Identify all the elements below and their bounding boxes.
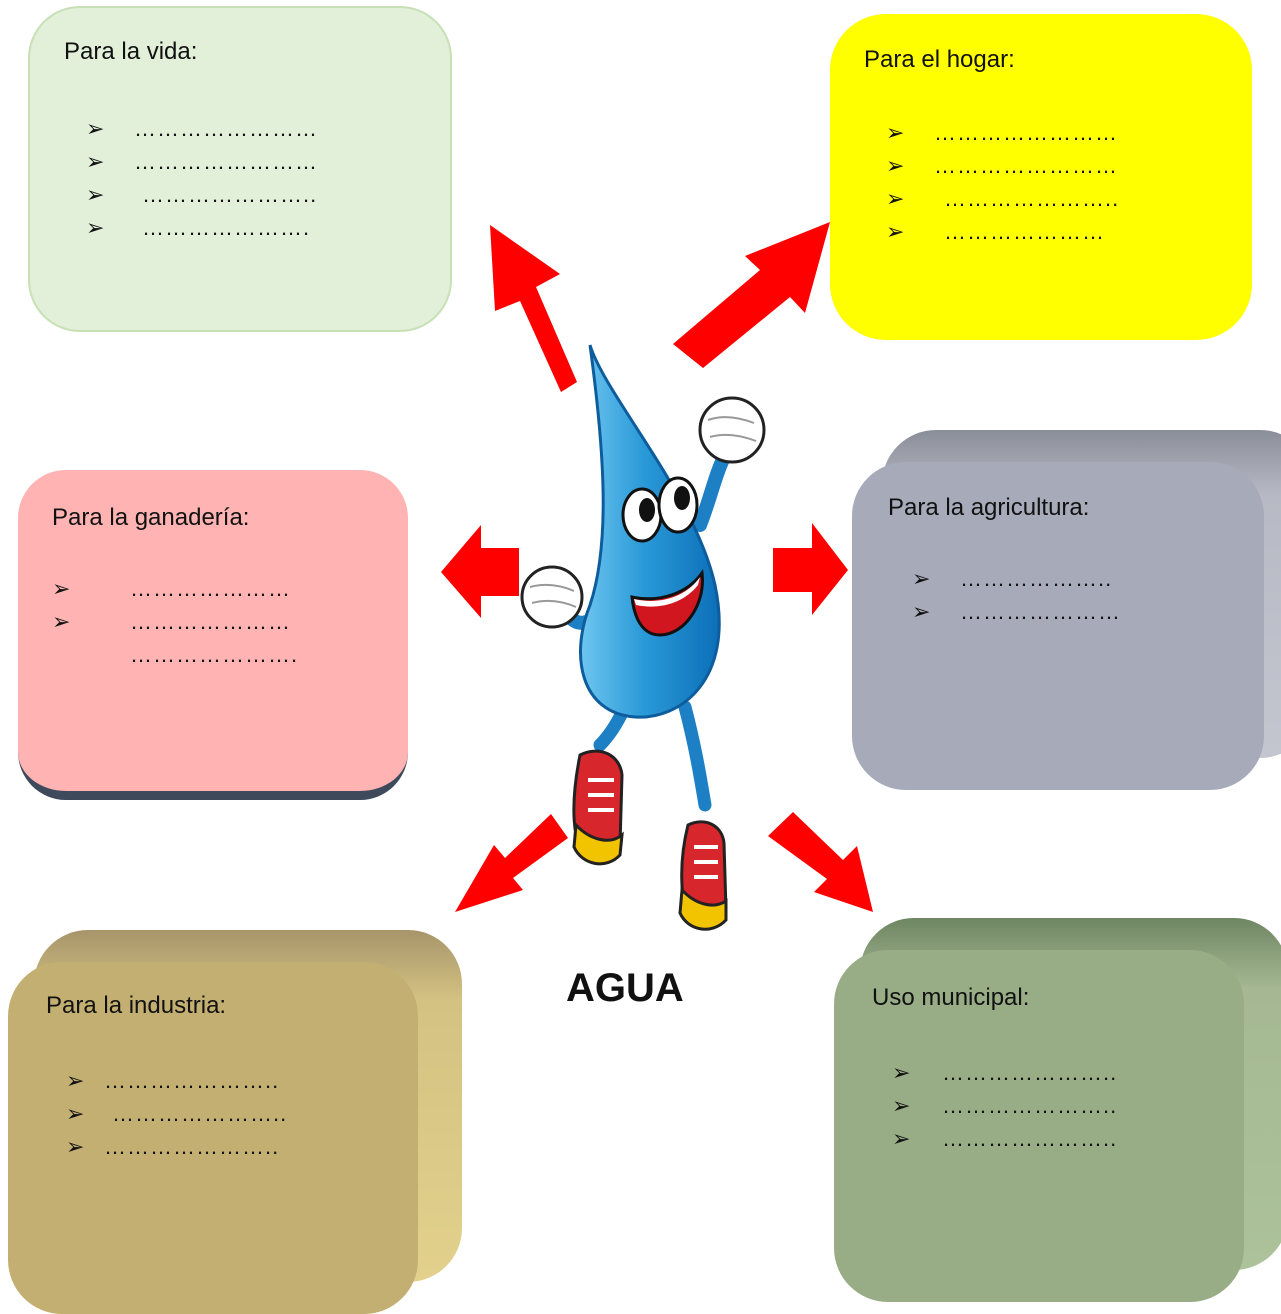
item-text: …………………..: [104, 1068, 280, 1093]
arrow-up-right: [673, 222, 830, 368]
box-front-face: [8, 962, 418, 1314]
list-item: ………………….: [52, 638, 298, 671]
list-item: ➢ …………………: [886, 215, 1119, 248]
list-item: ➢ ………………….: [86, 211, 318, 244]
arrow-bullet-icon: ➢: [66, 1134, 86, 1159]
item-text: …………………..: [104, 1134, 280, 1159]
item-list: ➢ ………………….. ➢ ………………….. ➢ …………………..: [66, 1064, 287, 1163]
list-item: ➢ …………………: [52, 572, 298, 605]
arrow-bullet-icon: ➢: [86, 182, 106, 207]
item-text: …………………..: [112, 1101, 288, 1126]
box-uso-municipal: Uso municipal: ➢ ………………….. ➢ ………………….. ➢ ………: [834, 918, 1281, 1302]
arrow-up-left: [490, 225, 577, 392]
list-item: ➢ ……………………: [86, 145, 318, 178]
item-text: …………………..: [942, 1060, 1118, 1085]
list-item: ➢ …………………..: [886, 182, 1119, 215]
item-list: ➢ ………………… ➢ ………………… ………………….: [52, 572, 298, 671]
box-para-la-agricultura: Para la agricultura: ➢ ……………….. ➢ …………………: [852, 430, 1281, 790]
item-text: …………………..: [942, 1093, 1118, 1118]
arrow-bullet-icon: ➢: [892, 1126, 912, 1151]
item-list: ➢ …………………… ➢ …………………… ➢ ………………….. ➢ ………………….: [86, 112, 318, 244]
item-list: ➢ …………………… ➢ …………………… ➢ ………………….. ➢ …………………: [886, 116, 1119, 248]
arrow-bullet-icon: ➢: [892, 1060, 912, 1085]
arrows-layer: [441, 222, 873, 912]
item-text: ………………….: [142, 215, 311, 240]
item-list: ➢ ……………….. ➢ …………………: [912, 562, 1121, 628]
arrow-left: [441, 525, 519, 618]
arrow-down-left: [455, 814, 568, 912]
center-label: AGUA: [566, 966, 684, 1010]
box-title: Uso municipal:: [872, 984, 1030, 1011]
arrow-bullet-icon: ➢: [912, 566, 932, 591]
box-title: Para la industria:: [46, 992, 227, 1019]
arrow-bullet-icon: ➢: [66, 1101, 86, 1126]
list-item: ➢ ……………………: [886, 149, 1119, 182]
arrow-bullet-icon: ➢: [66, 1068, 86, 1093]
item-list: ➢ ………………….. ➢ ………………….. ➢ …………………..: [892, 1056, 1117, 1155]
box-title: Para la vida:: [64, 38, 198, 65]
box-title: Para la agricultura:: [888, 494, 1090, 521]
list-item: ➢ …………………..: [86, 178, 318, 211]
arrow-bullet-icon: ➢: [52, 576, 72, 601]
list-item: ➢ …………………: [912, 595, 1121, 628]
arrow-right: [773, 523, 848, 615]
arrow-bullet-icon: ➢: [86, 149, 106, 174]
box-para-la-industria: Para la industria: ➢ ………………….. ➢ …………………..…: [8, 930, 462, 1314]
item-text: …………………: [130, 609, 291, 634]
item-text: ……………………: [934, 120, 1118, 145]
box-title: Para la ganadería:: [52, 504, 250, 531]
item-text: …………………..: [944, 186, 1120, 211]
list-item: ➢ …………………..: [66, 1097, 287, 1130]
arrow-bullet-icon: ➢: [86, 116, 106, 141]
item-text: ………………….: [130, 642, 299, 667]
box-front-face: [834, 950, 1244, 1302]
arrow-bullet-icon: ➢: [52, 609, 72, 634]
list-item: ➢ …………………..: [892, 1122, 1117, 1155]
water-drop-character: [520, 344, 766, 931]
item-text: …………………..: [942, 1126, 1118, 1151]
item-text: ……………………: [934, 153, 1118, 178]
list-item: ➢ …………………..: [66, 1064, 287, 1097]
arrow-bullet-icon: ➢: [892, 1093, 912, 1118]
box-para-la-ganaderia: Para la ganadería: ➢ ………………… ➢ ………………… …………: [18, 470, 408, 800]
item-text: …………………: [960, 599, 1121, 624]
list-item: ➢ …………………..: [892, 1089, 1117, 1122]
list-item: ➢ ……………………: [86, 112, 318, 145]
list-item: ➢ ………………..: [912, 562, 1121, 595]
arrow-down-right: [768, 812, 873, 912]
item-text: …………………: [944, 219, 1105, 244]
list-item: ➢ …………………: [52, 605, 298, 638]
box-front-face: [852, 462, 1264, 790]
arrow-bullet-icon: ➢: [886, 120, 906, 145]
item-text: ……………………: [134, 149, 318, 174]
box-para-el-hogar: Para el hogar: ➢ …………………… ➢ …………………… ➢ ……………: [830, 14, 1252, 340]
item-text: …………………..: [142, 182, 318, 207]
arrow-bullet-icon: ➢: [912, 599, 932, 624]
arrow-bullet-icon: ➢: [886, 219, 906, 244]
arrow-bullet-icon: ➢: [86, 215, 106, 240]
item-text: …………………: [130, 576, 291, 601]
list-item: ➢ …………………..: [892, 1056, 1117, 1089]
item-text: ……………………: [134, 116, 318, 141]
arrow-bullet-icon: ➢: [886, 153, 906, 178]
item-text: ………………..: [960, 566, 1113, 591]
list-item: ➢ ……………………: [886, 116, 1119, 149]
list-item: ➢ …………………..: [66, 1130, 287, 1163]
box-para-la-vida: Para la vida: ➢ …………………… ➢ …………………… ➢ ………………: [28, 6, 452, 332]
box-title: Para el hogar:: [864, 46, 1015, 73]
arrow-bullet-icon: ➢: [886, 186, 906, 211]
